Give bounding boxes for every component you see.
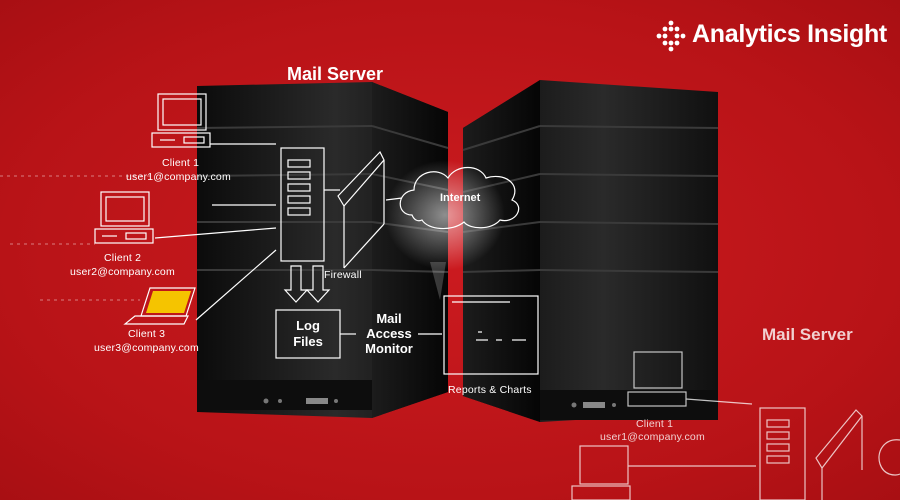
client-2-computer-icon	[94, 191, 154, 244]
secondary-client-name: Client 1	[636, 418, 674, 430]
client-1-computer-icon	[151, 93, 211, 148]
log-files-label: Log Files	[293, 318, 323, 349]
internet-label: Internet	[440, 192, 481, 204]
center-glow	[385, 160, 505, 270]
client-2-name: Client 2	[104, 252, 142, 264]
client-3-email: user3@company.com	[94, 342, 199, 354]
secondary-client-email: user1@company.com	[600, 431, 705, 443]
reports-label: Reports & Charts	[448, 384, 532, 396]
secondary-client-computer-icon	[633, 351, 683, 389]
right-server-tower	[462, 80, 719, 422]
diagram-title: Mail Server	[287, 64, 384, 84]
brand-name: Analytics Insight	[692, 20, 887, 48]
client-3-name: Client 3	[128, 328, 166, 340]
client-2-email: user2@company.com	[70, 266, 175, 278]
firewall-label: Firewall	[324, 269, 362, 281]
firewall-icon	[337, 150, 385, 269]
laptop-screen	[146, 291, 191, 313]
secondary-diagram-title: Mail Server	[762, 325, 853, 344]
client-1-email: user1@company.com	[126, 171, 231, 183]
client-3-laptop-icon	[123, 287, 196, 325]
secondary-server-icon	[759, 407, 806, 500]
mail-access-monitor-label: Mail Access Monitor	[365, 311, 413, 356]
internet-cloud-icon	[399, 166, 520, 230]
reports-box	[443, 295, 539, 375]
central-server-icon	[280, 147, 325, 262]
dots-diamond-icon	[656, 20, 686, 52]
secondary-firewall-icon	[815, 409, 863, 470]
client-1-name: Client 1	[162, 157, 200, 169]
